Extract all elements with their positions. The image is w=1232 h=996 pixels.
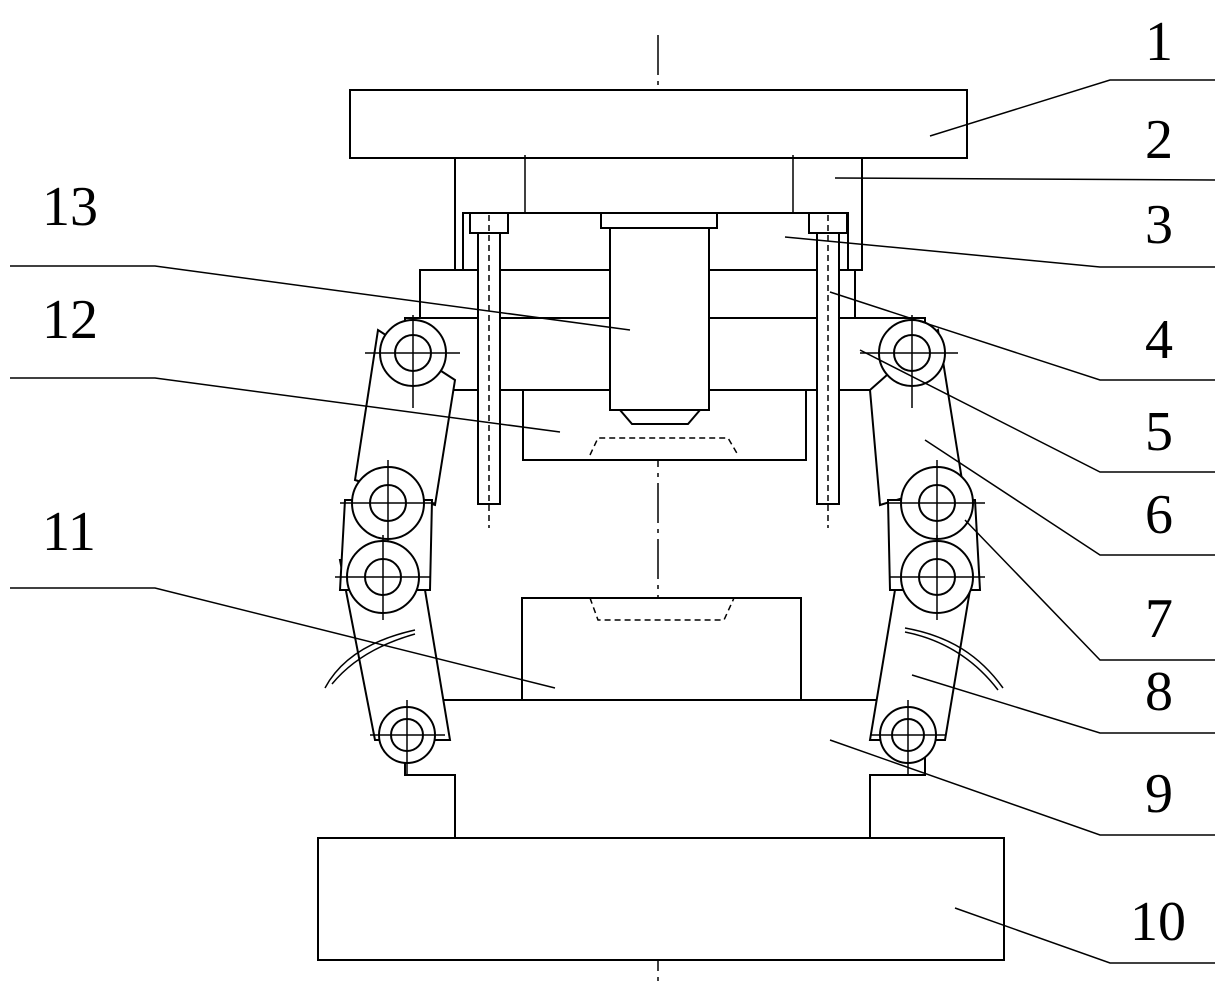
part-10-base-plate	[318, 838, 1004, 960]
callout-4: 4	[1145, 309, 1173, 371]
callout-11: 11	[42, 501, 96, 563]
callout-5: 5	[1145, 401, 1173, 463]
callout-2: 2	[1145, 109, 1173, 171]
callout-13: 13	[42, 176, 98, 238]
callout-8: 8	[1145, 661, 1173, 723]
callout-12: 12	[42, 289, 98, 351]
punch-tip	[620, 410, 700, 424]
leader-7	[965, 520, 1215, 660]
callout-7: 7	[1145, 588, 1173, 650]
leader-11	[10, 588, 555, 688]
leader-2	[835, 178, 1215, 180]
part-9-lower-holder	[405, 700, 925, 838]
callout-10: 10	[1130, 891, 1186, 953]
punch-head-flange	[601, 213, 717, 228]
part-11-lower-die-insert	[522, 598, 801, 700]
callout-9: 9	[1145, 763, 1173, 825]
callout-1: 1	[1145, 11, 1173, 73]
callout-6: 6	[1145, 484, 1173, 546]
callout-3: 3	[1145, 194, 1173, 256]
part-13-punch	[610, 228, 709, 410]
part-1-top-plate	[350, 90, 967, 158]
